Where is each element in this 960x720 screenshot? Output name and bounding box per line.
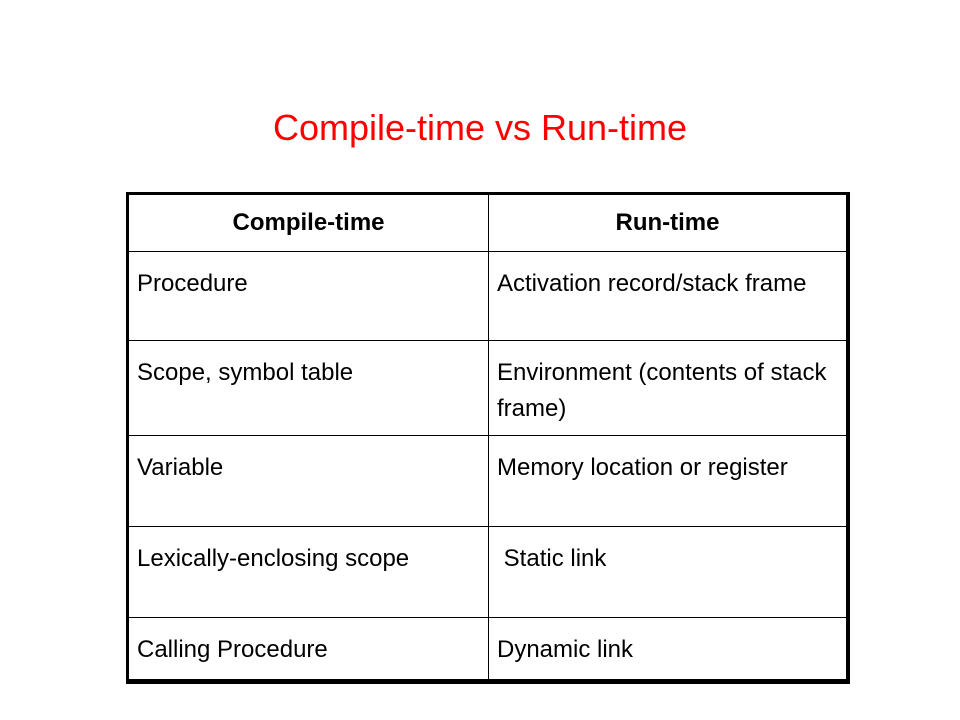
run-time-cell: Activation record/stack frame — [488, 250, 847, 342]
run-time-cell: Environment (contents of stack frame) — [488, 340, 847, 436]
compile-time-cell: Calling Procedure — [128, 617, 489, 680]
table-row: Scope, symbol table Environment (content… — [128, 340, 847, 436]
table-row: Procedure Activation record/stack frame — [128, 250, 847, 342]
compile-time-cell: Variable — [128, 434, 489, 527]
table-row: Lexically-enclosing scope Static link — [128, 525, 847, 619]
comparison-table-frame: Compile-time Run-time Procedure Activati… — [126, 192, 850, 684]
header-compile-time: Compile-time — [128, 194, 489, 252]
slide-title: Compile-time vs Run-time — [272, 107, 688, 148]
compile-time-cell: Procedure — [128, 250, 489, 342]
table-row: Variable Memory location or register — [128, 434, 847, 527]
compile-time-cell: Scope, symbol table — [128, 340, 489, 436]
compile-time-cell: Lexically-enclosing scope — [128, 525, 489, 619]
table-header-row: Compile-time Run-time — [128, 194, 847, 252]
run-time-cell: Memory location or register — [488, 434, 847, 527]
run-time-cell: Static link — [488, 525, 847, 619]
run-time-cell: Dynamic link — [488, 617, 847, 680]
comparison-table: Compile-time Run-time Procedure Activati… — [128, 194, 847, 680]
header-run-time: Run-time — [488, 194, 847, 252]
table-row: Calling Procedure Dynamic link — [128, 617, 847, 680]
